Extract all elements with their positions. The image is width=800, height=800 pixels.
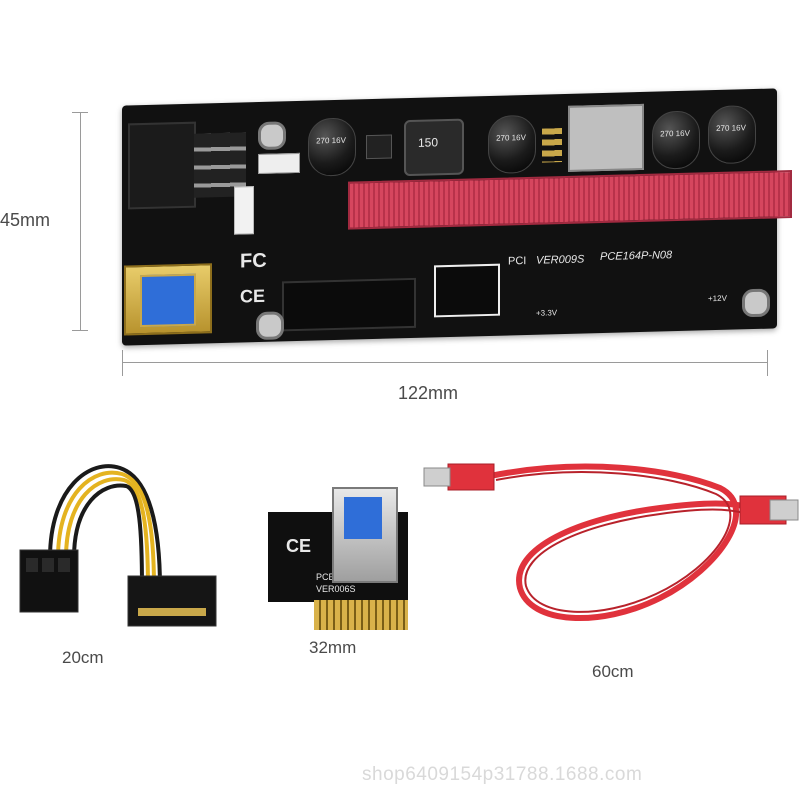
- usb-plug-left-metal: [423, 467, 451, 487]
- v12-label: +12V: [708, 293, 727, 304]
- height-dimension-tick-top: [72, 112, 88, 113]
- fc-mark: FC: [240, 249, 267, 273]
- pin-header: [542, 128, 562, 163]
- v33-label: +3.3V: [536, 308, 558, 318]
- white-tab: [234, 186, 254, 235]
- usb-plug-left-housing: [447, 463, 495, 491]
- width-label: 122mm: [398, 383, 459, 403]
- capacitor-2: [488, 114, 536, 174]
- adapter-usb-blue-insert: [344, 497, 382, 539]
- capacitor-1: [308, 117, 356, 177]
- pcie-x16-slot: [348, 170, 792, 230]
- capacitor-3: [652, 110, 700, 170]
- ce-mark: CE: [240, 285, 266, 307]
- pcie-x1-slot: [282, 277, 416, 332]
- board-pci-label: PCI: [508, 254, 527, 268]
- adapter-usb-port: [332, 487, 398, 583]
- height-dimension-line: [80, 112, 81, 330]
- usb3-port: [124, 263, 212, 336]
- board-version-label: VER009S: [536, 253, 585, 267]
- fuse-component: [258, 152, 300, 175]
- adapter-version-label: VER006S: [316, 584, 356, 594]
- height-dimension-tick-bottom: [72, 330, 88, 331]
- adapter-gold-fingers: [314, 598, 408, 630]
- usb3-port-blue-insert: [140, 273, 196, 328]
- cap-rating-3: 270 16V: [660, 128, 690, 139]
- power-cable-length-label: 20cm: [62, 648, 104, 667]
- sata-plug: [127, 575, 217, 627]
- width-dimension-tick-right: [767, 350, 768, 376]
- six-pin-power-connector: [434, 263, 500, 318]
- sata-power-connector: [128, 121, 196, 210]
- width-dimension-tick-left: [122, 350, 123, 376]
- watermark-text: shop6409154p31788.1688.com: [362, 764, 643, 785]
- usb-plug-right-metal: [769, 499, 799, 521]
- voltage-regulator: [568, 103, 644, 172]
- usb-cable-length-label: 60cm: [592, 662, 634, 681]
- ic-chip: [366, 134, 392, 160]
- cap-rating-4: 270 16V: [716, 123, 746, 134]
- mounting-hole-3: [256, 311, 284, 341]
- cap-rating-2: 270 16V: [496, 132, 526, 143]
- usb-cable-graphic: [423, 463, 799, 621]
- width-dimension-line: [122, 362, 768, 363]
- riser-board: 270 16V 150 270 16V 270 16V 270 16V PCE1…: [122, 88, 792, 346]
- adapter-card-size-label: 32mm: [309, 638, 357, 657]
- cap-rating-1: 270 16V: [316, 135, 346, 146]
- capacitor-4: [708, 104, 756, 165]
- power-cable-graphic: [19, 464, 217, 627]
- height-label: 45mm: [0, 210, 51, 230]
- mounting-hole-1: [258, 121, 286, 151]
- adapter-ce-mark: CE: [286, 536, 312, 556]
- inductor-label: 150: [418, 135, 439, 150]
- mounting-hole-2: [742, 288, 770, 318]
- board-model-label: PCE164P-N08: [600, 249, 673, 264]
